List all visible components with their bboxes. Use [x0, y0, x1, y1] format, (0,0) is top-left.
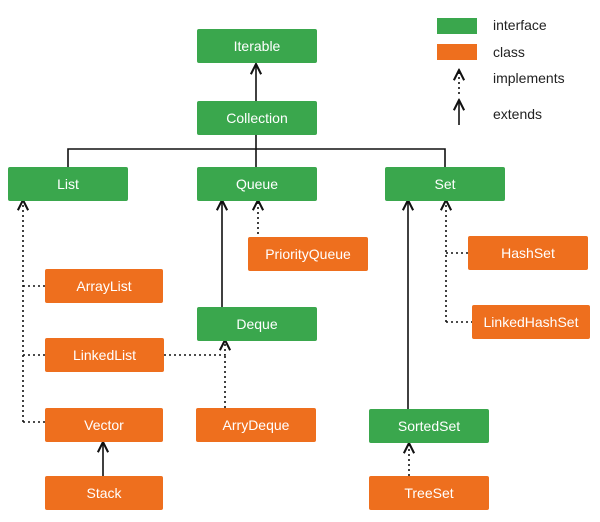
node-list: List: [8, 167, 128, 201]
node-linked-hash-set: LinkedHashSet: [472, 305, 590, 339]
node-vector: Vector: [45, 408, 163, 442]
legend-interface-swatch: [437, 18, 477, 34]
node-queue: Queue: [197, 167, 317, 201]
node-collection: Collection: [197, 101, 317, 135]
node-array-list: ArrayList: [45, 269, 163, 303]
legend-class-swatch: [437, 44, 477, 60]
node-priority-queue: PriorityQueue: [248, 237, 368, 271]
node-linked-list: LinkedList: [45, 338, 164, 372]
node-set: Set: [385, 167, 505, 201]
node-stack: Stack: [45, 476, 163, 510]
node-deque: Deque: [197, 307, 317, 341]
node-iterable: Iterable: [197, 29, 317, 63]
node-sorted-set: SortedSet: [369, 409, 489, 443]
legend-implements-label: implements: [493, 70, 565, 86]
node-arry-deque: ArryDeque: [196, 408, 316, 442]
node-hash-set: HashSet: [468, 236, 588, 270]
node-tree-set: TreeSet: [369, 476, 489, 510]
legend-class-label: class: [493, 44, 525, 60]
legend-extends-label: extends: [493, 106, 543, 122]
implements-linkedlist-deque: [164, 340, 225, 356]
legend-interface-label: interface: [493, 17, 547, 33]
